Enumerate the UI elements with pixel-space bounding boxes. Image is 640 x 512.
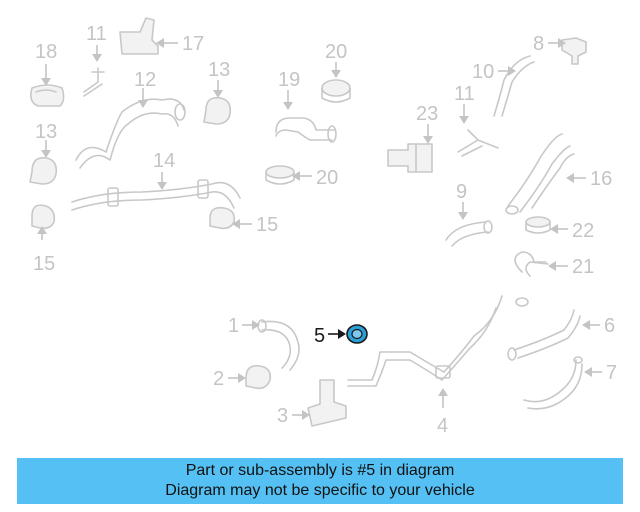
callout-9: 9	[456, 181, 467, 203]
callout-4: 4	[437, 415, 448, 437]
callout-15b: 15	[256, 214, 278, 236]
callout-16: 16	[590, 168, 612, 190]
part-13-clamp-left: 13	[29, 121, 57, 185]
part-7-hose: 7	[523, 356, 617, 410]
callout-1: 1	[228, 315, 239, 337]
callout-19: 19	[278, 69, 300, 91]
part-21-hose: 21	[514, 251, 594, 278]
callout-2: 2	[213, 368, 224, 390]
callout-8: 8	[533, 33, 544, 55]
callout-17: 17	[182, 33, 204, 55]
part-22-clamp: 22	[525, 216, 594, 242]
part-19-hose: 19	[275, 69, 337, 143]
callout-11a: 11	[86, 23, 107, 45]
callout-21: 21	[572, 256, 594, 278]
part-6-hose: 6	[507, 309, 615, 361]
part-11-connector: 11	[83, 23, 107, 97]
part-11-tee: 11	[454, 83, 499, 157]
part-8-valve: 8	[533, 33, 587, 65]
callout-23: 23	[416, 103, 438, 125]
callout-18: 18	[35, 41, 57, 63]
callout-13b: 13	[208, 59, 230, 81]
part-14-hose: 14	[71, 150, 241, 211]
callout-3: 3	[277, 405, 288, 427]
callout-20b: 20	[316, 167, 338, 189]
callout-11b: 11	[454, 83, 475, 105]
info-banner: Part or sub-assembly is #5 in diagram Di…	[17, 458, 623, 504]
part-17-valve: 17	[119, 17, 204, 55]
part-18-clamp: 18	[30, 41, 65, 107]
part-20-clamp-middle: 20	[265, 165, 338, 189]
callout-5: 5	[314, 325, 325, 347]
part-20-clamp: 20	[321, 41, 351, 103]
callout-15a: 15	[33, 253, 55, 275]
part-5-seal-highlighted: 5	[314, 324, 368, 347]
part-13-clamp: 13	[203, 59, 232, 125]
part-10-hose: 10	[472, 55, 535, 117]
callout-20a: 20	[325, 41, 347, 63]
callout-14: 14	[153, 150, 175, 172]
part-4-pipe-assembly: 4	[347, 295, 529, 437]
part-12-hose: 12	[75, 69, 186, 169]
part-16-hose: 16	[505, 133, 612, 215]
part-23-valve: 23	[387, 103, 438, 173]
callout-10: 10	[472, 61, 494, 83]
callout-13a: 13	[35, 121, 57, 143]
part-15-clamp-right: 15	[209, 206, 278, 236]
part-1-hose: 1	[228, 315, 300, 371]
callout-6: 6	[604, 315, 615, 337]
callout-12: 12	[134, 69, 156, 91]
callout-22: 22	[572, 220, 594, 242]
part-2-clamp: 2	[213, 364, 272, 390]
part-15-clamp-left: 15	[31, 204, 55, 275]
part-9-hose: 9	[445, 181, 493, 247]
banner-line-1: Part or sub-assembly is #5 in diagram	[185, 462, 455, 479]
banner-line-2: Diagram may not be specific to your vehi…	[165, 482, 475, 499]
callout-7: 7	[606, 362, 617, 384]
part-3-valve: 3	[277, 379, 347, 427]
